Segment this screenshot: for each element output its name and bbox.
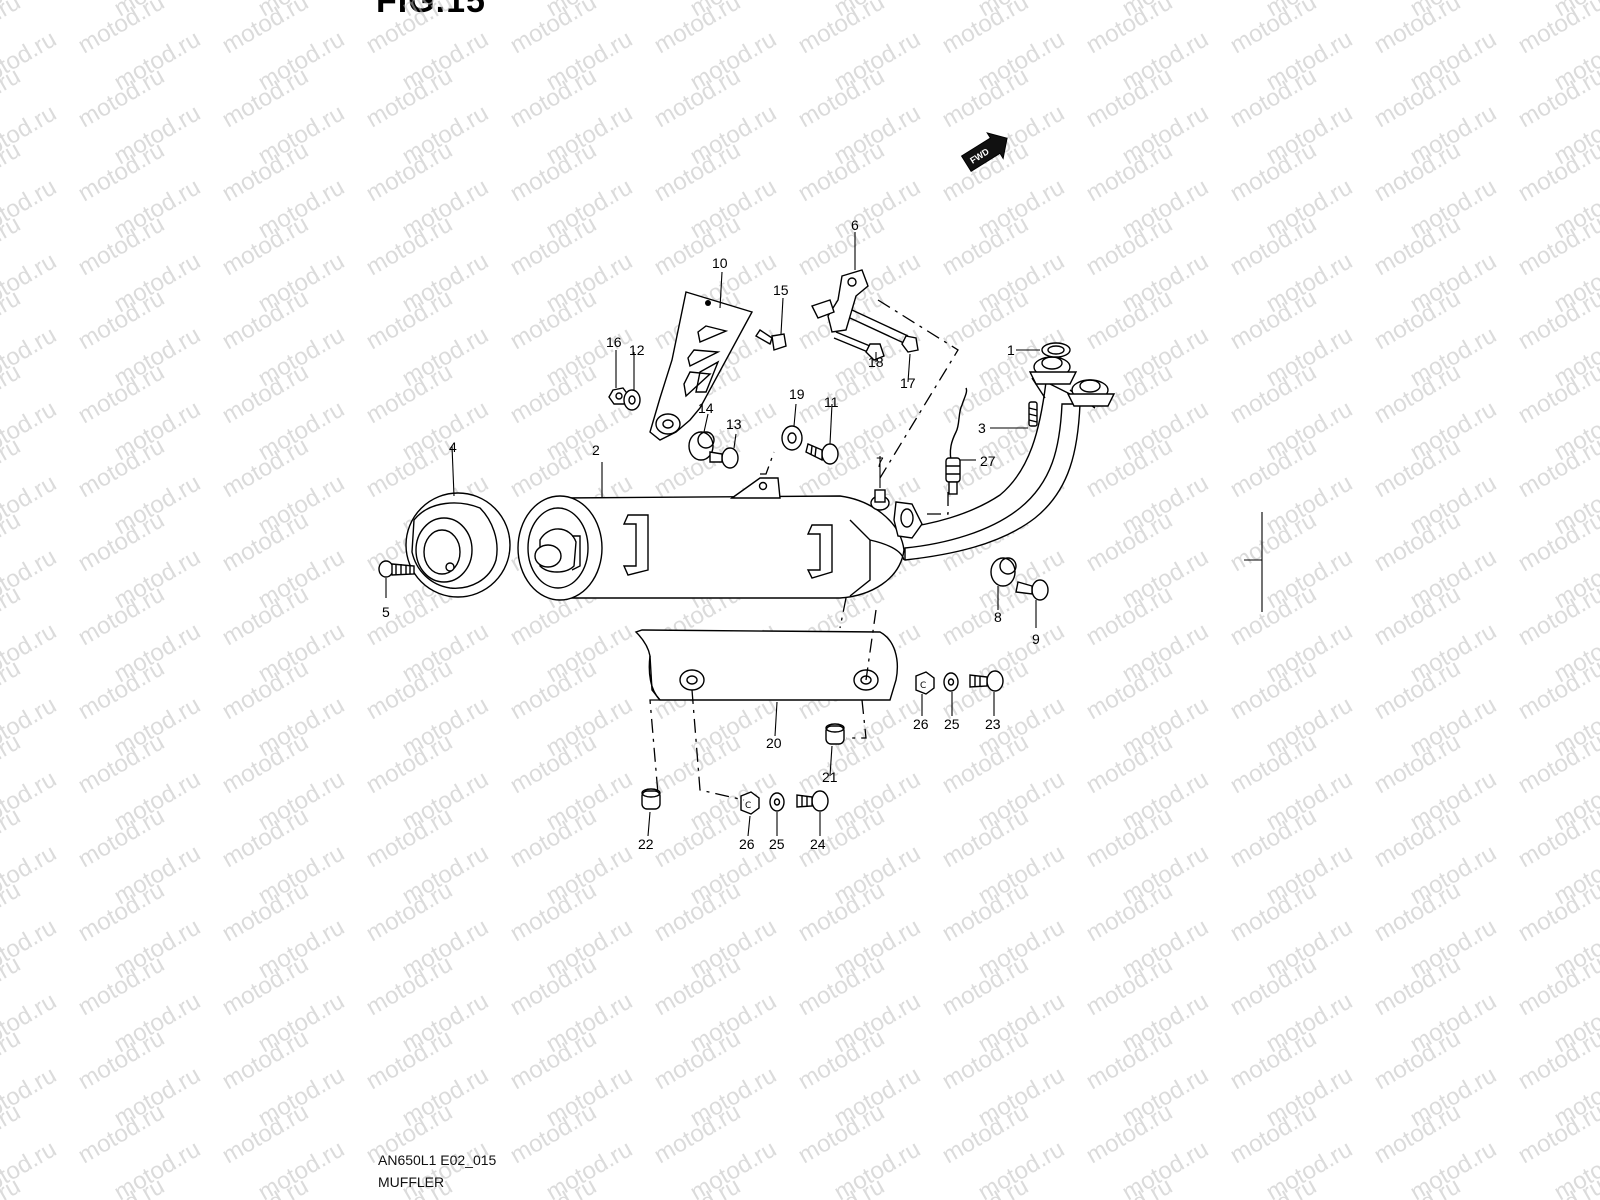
svg-text:C: C <box>745 801 751 811</box>
diagram-name: MUFFLER <box>378 1174 445 1190</box>
assembly-guide-lines <box>649 299 959 801</box>
callout-27: 27 <box>980 453 996 469</box>
callout-2: 2 <box>592 442 600 458</box>
bolt-24 <box>796 790 829 812</box>
muffler-body <box>517 477 905 601</box>
callout-10: 10 <box>712 255 728 271</box>
exhaust-stud-bolt <box>1028 401 1038 427</box>
callout-18: 18 <box>868 354 884 370</box>
nut-26-upper: C <box>915 671 935 695</box>
fwd-arrow-icon: FWD <box>960 132 1008 172</box>
pipe-clamp <box>893 501 923 539</box>
shield-collar-22 <box>641 788 661 810</box>
muffler-end-cap <box>405 492 511 598</box>
callout-19: 19 <box>789 386 805 402</box>
muffler-bracket <box>649 291 754 441</box>
nut-26-lower: C <box>740 791 760 815</box>
diagram-code: AN650L1 E02_015 <box>378 1152 497 1168</box>
bolt-11 <box>805 443 839 465</box>
bolt-17 <box>849 309 919 353</box>
bolt-9 <box>1015 579 1049 601</box>
exhaust-gasket <box>1041 342 1071 358</box>
bolt-15 <box>755 329 787 351</box>
pipe-grommet <box>990 557 1017 587</box>
callout-25-lower: 25 <box>769 836 785 852</box>
heat-shield <box>634 629 898 701</box>
exhaust-pipe <box>899 356 1116 561</box>
bolt-23 <box>969 670 1004 692</box>
callout-8: 8 <box>994 609 1002 625</box>
washer-25-lower <box>769 792 785 812</box>
callout-15: 15 <box>773 282 789 298</box>
callout-6: 6 <box>851 217 859 233</box>
washer-19 <box>781 425 803 451</box>
callout-labels: 1 2 3 4 5 6 7 8 9 10 11 12 13 14 15 16 1… <box>382 217 1040 852</box>
washer-25-upper <box>943 672 959 692</box>
page-margin-mark <box>1244 512 1263 612</box>
bolt-7 <box>870 489 890 511</box>
shield-collar-21 <box>825 723 845 745</box>
oxygen-sensor <box>945 387 968 495</box>
svg-text:C: C <box>920 681 926 691</box>
callout-25-upper: 25 <box>944 716 960 732</box>
callout-14: 14 <box>698 400 714 416</box>
callout-13: 13 <box>726 416 742 432</box>
callout-5: 5 <box>382 604 390 620</box>
callout-16: 16 <box>606 334 622 350</box>
callout-21: 21 <box>822 769 838 785</box>
callout-24: 24 <box>810 836 826 852</box>
callout-17: 17 <box>900 375 916 391</box>
callout-12: 12 <box>629 342 645 358</box>
bracket-grommet <box>688 431 715 461</box>
bolt-13 <box>709 447 739 469</box>
callout-7: 7 <box>876 454 884 470</box>
callout-11: 11 <box>824 394 839 410</box>
callout-22: 22 <box>638 836 654 852</box>
clamp-bracket <box>811 269 869 333</box>
callout-9: 9 <box>1032 631 1040 647</box>
washer-12 <box>623 389 641 411</box>
callout-23: 23 <box>985 716 1001 732</box>
callout-leaders <box>385 232 1040 837</box>
callout-3: 3 <box>978 420 986 436</box>
callout-26-upper: 26 <box>913 716 929 732</box>
page-title: FIG.15 <box>376 0 486 20</box>
end-cap-bolt <box>378 560 415 578</box>
callout-1: 1 <box>1007 342 1015 358</box>
callout-4: 4 <box>449 439 457 455</box>
callout-20: 20 <box>766 735 782 751</box>
callout-26-lower: 26 <box>739 836 755 852</box>
bolt-18 <box>833 331 885 361</box>
